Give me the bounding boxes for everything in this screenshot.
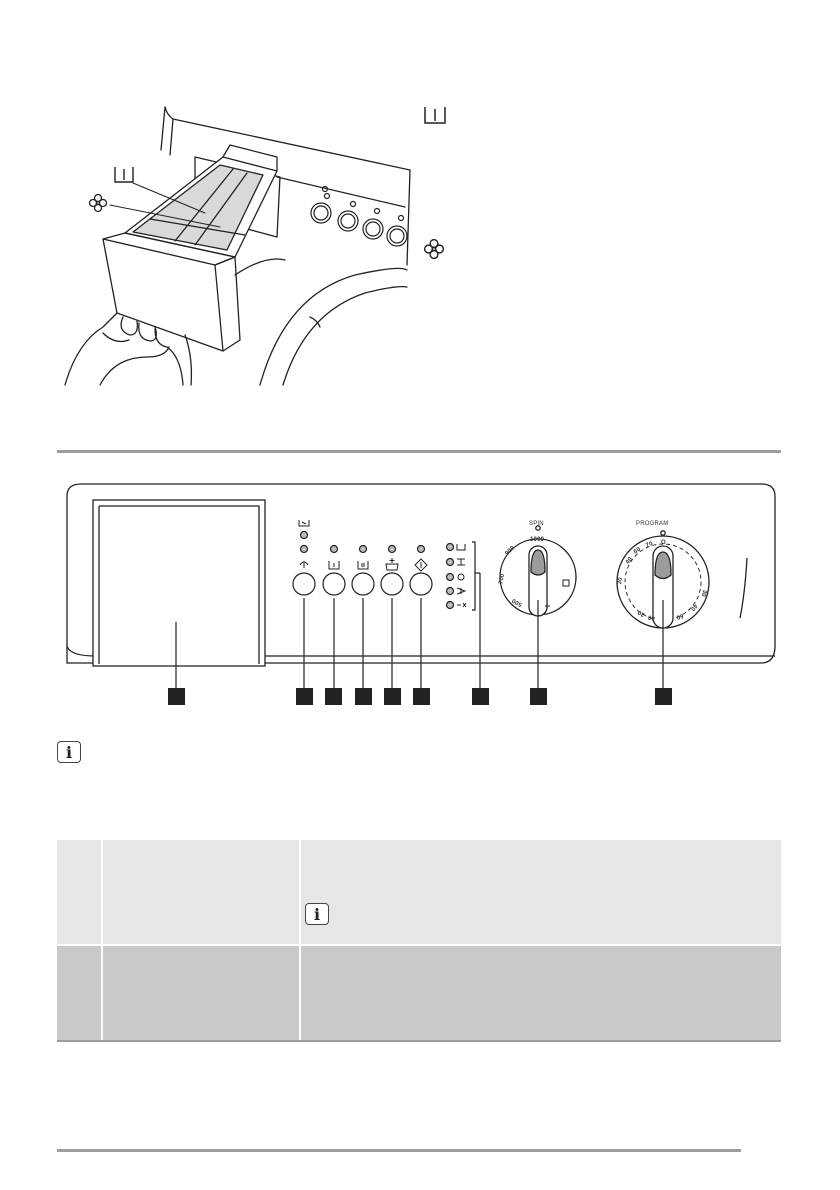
table-row: i bbox=[57, 840, 781, 944]
callout-7: 7 bbox=[472, 688, 489, 705]
table-cell-description bbox=[301, 840, 781, 944]
spin-dial-title: SPIN bbox=[529, 521, 544, 527]
callout-4: 4 bbox=[355, 688, 372, 705]
info-icon: i bbox=[57, 741, 81, 763]
flower-softener-icon bbox=[88, 193, 108, 213]
callout-9: 9 bbox=[655, 688, 672, 705]
program-dial[interactable] bbox=[613, 520, 713, 630]
table-row bbox=[57, 946, 781, 1040]
knobs bbox=[310, 185, 408, 247]
prewash-compartment-icon bbox=[114, 167, 134, 183]
table-cell-number bbox=[57, 946, 103, 1040]
table-cell-number bbox=[57, 840, 103, 944]
table-cell-label bbox=[103, 840, 301, 944]
control-panel-illustration bbox=[66, 483, 776, 667]
program-dial-title: PROGRAM bbox=[636, 521, 669, 527]
callout-1: 1 bbox=[168, 688, 185, 705]
table-cell-description bbox=[301, 946, 781, 1040]
program-tick-off: O bbox=[661, 540, 666, 546]
callout-6: 6 bbox=[413, 688, 430, 705]
buttons-row bbox=[292, 520, 480, 611]
footer-divider bbox=[57, 1149, 741, 1152]
table-bottom-border bbox=[57, 1040, 781, 1042]
callout-5: 5 bbox=[384, 688, 401, 705]
info-icon: i bbox=[305, 903, 329, 925]
spin-tick-1000: 1000 bbox=[530, 537, 545, 543]
section-divider bbox=[57, 450, 781, 453]
callout-2: 2 bbox=[296, 688, 313, 705]
callout-8: 8 bbox=[530, 688, 547, 705]
prewash-compartment-icon bbox=[424, 107, 446, 124]
callout-3: 3 bbox=[325, 688, 342, 705]
flower-softener-icon bbox=[423, 238, 445, 260]
detergent-drawer-illustration bbox=[64, 106, 411, 386]
table-cell-label bbox=[103, 946, 301, 1040]
callout-leaders bbox=[175, 573, 664, 688]
